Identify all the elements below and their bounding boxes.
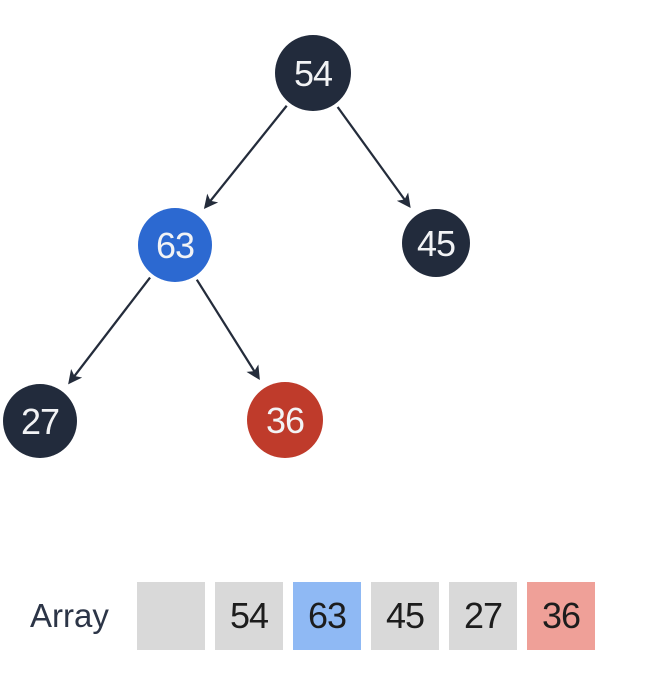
tree-nodes: 54 63 45 27 36 [3, 35, 470, 458]
tree-node-45: 45 [402, 209, 470, 277]
tree-node-54: 54 [275, 35, 351, 111]
tree-node-circle [402, 209, 470, 277]
tree-node-value: 36 [266, 400, 304, 441]
tree-node-36: 36 [247, 382, 323, 458]
tree-edge-54-45 [336, 106, 411, 209]
tree-node-circle [138, 208, 212, 282]
tree-node-value: 45 [417, 223, 455, 264]
tree-node-circle [3, 384, 77, 458]
array-cell-45: 45 [371, 582, 439, 650]
array-cell-27: 27 [449, 582, 517, 650]
tree-node-63: 63 [138, 208, 212, 282]
array-cell-36: 36 [527, 582, 595, 650]
array-cell-63: 63 [293, 582, 361, 650]
array-cell-empty [137, 582, 205, 650]
tree-edge-63-27 [68, 276, 151, 385]
tree-node-27: 27 [3, 384, 77, 458]
tree-node-value: 63 [156, 225, 194, 266]
tree-edge-63-36 [195, 279, 260, 381]
tree-node-value: 54 [294, 53, 332, 94]
tree-node-circle [247, 382, 323, 458]
array-label: Array [30, 597, 109, 634]
array-cell-54: 54 [215, 582, 283, 650]
binary-tree-diagram: 54 63 45 27 36 [3, 35, 470, 458]
tree-node-value: 27 [21, 401, 59, 442]
tree-node-circle [275, 35, 351, 111]
tree-edges [68, 105, 411, 385]
tree-edge-54-63 [203, 105, 288, 209]
